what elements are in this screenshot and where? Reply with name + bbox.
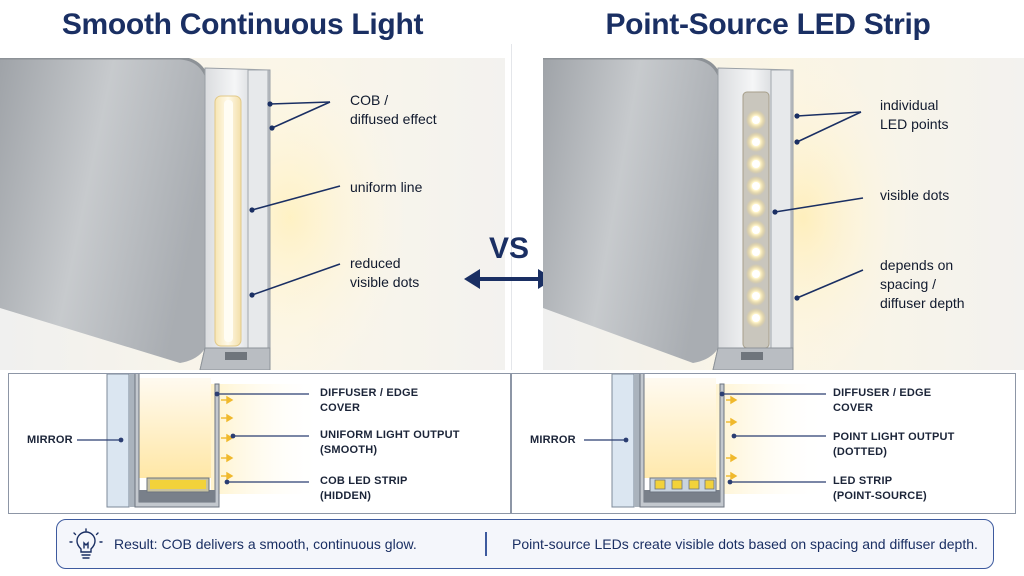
result-summary-box: Result: COB delivers a smooth, continuou… (56, 519, 994, 569)
callout-visible-dots: visible dots (880, 187, 950, 203)
result-point-source-text: Point-source LEDs create visible dots ba… (512, 536, 978, 552)
result-separator (485, 532, 487, 556)
smooth-cross-section-diagram (77, 374, 321, 508)
center-divider (511, 44, 512, 370)
label-point-strip: LED STRIP (POINT-SOURCE) (833, 475, 927, 502)
label-diffuser-cover-left: DIFFUSER / EDGE COVER (320, 387, 419, 414)
lightbulb-icon (69, 528, 103, 559)
label-cob-strip: COB LED STRIP (HIDDEN) (320, 475, 408, 502)
label-point-output: POINT LIGHT OUTPUT (DOTTED) (833, 431, 955, 458)
label-mirror-left: MIRROR (27, 434, 73, 446)
label-mirror-right: MIRROR (530, 434, 576, 446)
label-uniform-output: UNIFORM LIGHT OUTPUT (SMOOTH) (320, 429, 460, 456)
label-diffuser-cover-right: DIFFUSER / EDGE COVER (833, 387, 932, 414)
vs-label: VS (489, 232, 530, 265)
point-source-cross-section-diagram (584, 374, 826, 508)
callout-individual-points: individual LED points (880, 97, 949, 132)
title-smooth-light: Smooth Continuous Light (61, 8, 424, 41)
callout-uniform-line: uniform line (350, 179, 423, 195)
result-cob-text: Result: COB delivers a smooth, continuou… (114, 536, 417, 552)
callout-depends-spacing: depends on spacing / diffuser depth (880, 257, 965, 311)
panel-smooth-light: COB / diffused effect uniform line reduc… (0, 58, 505, 370)
title-point-source: Point-Source LED Strip (605, 8, 931, 41)
cross-section-point-source: MIRROR DIFFUSER / EDGE COVER POINT LIGHT… (511, 373, 1016, 514)
callout-cob-diffused: COB / diffused effect (350, 92, 437, 127)
callout-reduced-dots: reduced visible dots (350, 255, 420, 290)
double-arrow-icon (464, 269, 554, 289)
smooth-profile-illustration (0, 58, 505, 370)
cross-section-smooth: MIRROR DIFFUSER / EDGE COVER UNIFORM LIG… (8, 373, 511, 514)
point-source-profile-illustration (543, 58, 1024, 370)
panel-point-source: individual LED points visible dots depen… (543, 58, 1024, 370)
